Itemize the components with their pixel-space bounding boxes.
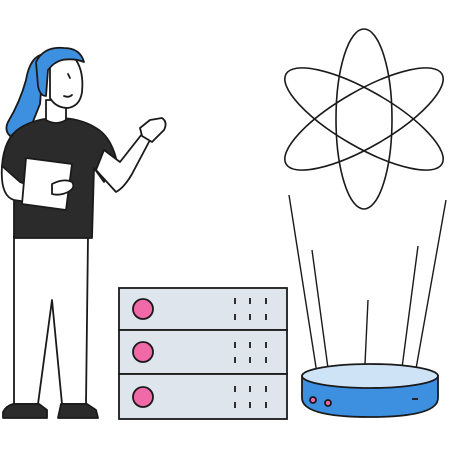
- server-led: [132, 341, 154, 363]
- left-shoe: [2, 403, 48, 419]
- hair-front: [35, 46, 85, 97]
- hologram-beams: [288, 194, 447, 386]
- projector-light: [309, 396, 317, 404]
- beam-line: [288, 194, 319, 381]
- server-led: [132, 386, 154, 408]
- projector-light: [324, 399, 332, 407]
- server-unit: [118, 287, 288, 331]
- tablet-icon: [21, 157, 73, 211]
- mouth: [63, 94, 73, 98]
- right-arm: [95, 133, 151, 193]
- atom-orbit-right: [284, 67, 444, 171]
- server-unit: [118, 329, 288, 375]
- pants: [13, 235, 89, 405]
- atom-orbit-left: [284, 67, 444, 171]
- projector-top: [301, 363, 439, 389]
- beam-line: [413, 199, 447, 381]
- left-hand: [51, 179, 75, 196]
- right-hand: [139, 117, 167, 143]
- eye: [67, 73, 71, 79]
- server-led: [132, 298, 154, 320]
- right-shoe: [57, 403, 99, 419]
- server-unit: [118, 373, 288, 420]
- hologram-projector-icon: [301, 363, 439, 418]
- beam-line: [311, 249, 331, 384]
- server-rack-icon: [118, 287, 288, 420]
- atom-orbit-vertical: [335, 28, 393, 210]
- beam-line: [399, 245, 419, 384]
- presenter-woman-icon: [0, 46, 167, 419]
- atom-icon: [284, 28, 444, 210]
